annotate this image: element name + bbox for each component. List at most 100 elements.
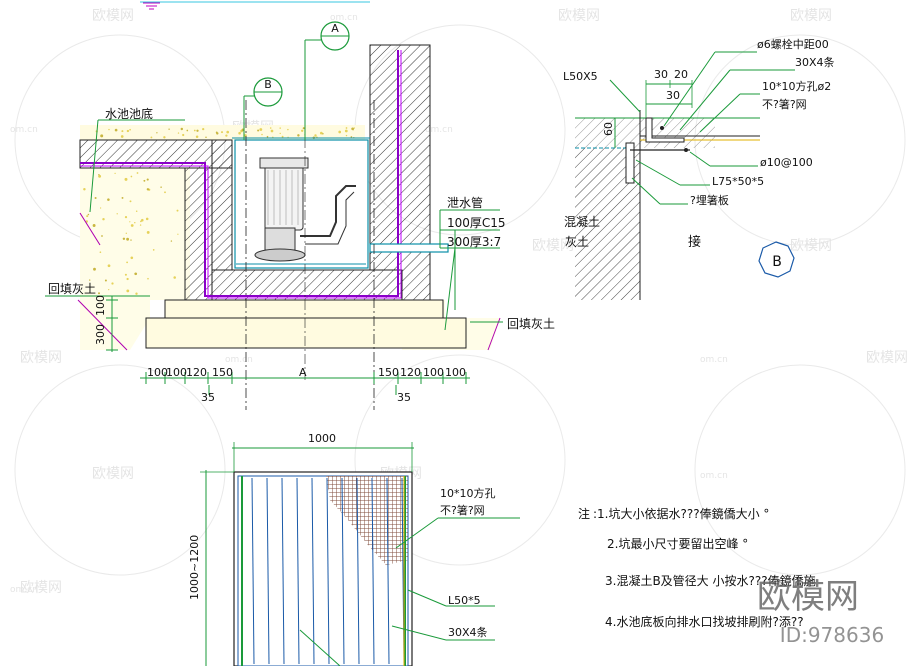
note-3: 3.混凝土B及管径大 小按水???俸鏡僑施	[605, 573, 816, 588]
sand-dot	[314, 134, 317, 137]
sand-dot	[141, 218, 144, 222]
label-bolt: ø6螺栓中距00	[757, 37, 829, 51]
sand-dot	[114, 172, 116, 175]
sand-dot	[126, 237, 130, 241]
top-marker-icon	[143, 2, 160, 10]
notes-prefix: 注	[578, 506, 590, 521]
sand-dot	[202, 127, 205, 131]
sand-dot	[270, 129, 274, 133]
label-lime: 灰土	[565, 235, 589, 249]
drain-pipe	[369, 243, 449, 253]
detail-b-view: L50X5 ø6螺栓中距00 30X4条 30 20 30 10*10方孔ø2 …	[563, 37, 835, 300]
grate-bar	[281, 477, 285, 665]
grate-bar	[296, 477, 300, 665]
sand-dot	[134, 272, 138, 276]
watermark-logo: 欧模网	[790, 8, 832, 24]
sand-dot	[279, 132, 281, 135]
sand-dot	[261, 133, 263, 136]
sand-dot	[121, 130, 124, 133]
svg-text:100: 100	[166, 366, 187, 379]
watermark-domain: om.cn	[10, 125, 38, 135]
sand-dot	[168, 128, 170, 130]
watermark-domain: om.cn	[10, 585, 38, 595]
sand-dot	[126, 289, 130, 293]
watermark-brand-block: 欧模网 ID:978636	[757, 577, 884, 647]
sand-dot	[107, 198, 110, 201]
sand-dot	[150, 136, 153, 139]
label-lime-300: 300厚3:7	[447, 235, 501, 249]
grate-bar	[311, 477, 315, 665]
section-view: A B 水池池底 泄水管 100厚C15 300厚3:7 回填灰土 回填灰土	[45, 1, 555, 410]
sand-dot	[156, 132, 158, 134]
watermark-id: ID:978636	[780, 623, 884, 647]
svg-text:300: 300	[94, 324, 107, 345]
vertical-dimension: 300 100	[94, 295, 118, 352]
label-concrete: 混凝土	[564, 214, 600, 229]
svg-text:20: 20	[674, 68, 688, 81]
sand-dot	[216, 132, 219, 135]
sand-dot	[173, 276, 176, 279]
sand-dot	[129, 200, 132, 203]
grate-bar	[251, 477, 255, 665]
label-backfill-left: 回填灰土	[48, 282, 96, 296]
watermark-logo: 欧模网	[20, 350, 62, 366]
sand-dot	[114, 128, 118, 132]
sand-dot	[98, 174, 102, 178]
watermark-logo: 欧模网	[532, 238, 574, 254]
watermark-logo: 欧模网	[790, 238, 832, 254]
sand-dot	[193, 129, 196, 132]
sand-dot	[344, 129, 348, 133]
grate-bar	[266, 477, 270, 665]
sand-dot	[163, 136, 166, 139]
sand-dot	[107, 264, 111, 268]
plan-width-dim: 1000	[308, 432, 336, 445]
note-2: 2.坑最小尺寸要留出空峰 °	[607, 536, 748, 551]
sand-dot	[124, 177, 128, 181]
watermark-domain: om.cn	[700, 471, 728, 481]
sand-dot	[152, 249, 155, 251]
sand-dot	[279, 127, 281, 129]
svg-text:30: 30	[666, 89, 680, 102]
sand-dot	[176, 209, 179, 212]
sand-dot	[225, 134, 228, 137]
marker-a: A	[304, 21, 350, 140]
note-1: :1.坑大小依据水???俸鏡僑大小 °	[593, 506, 769, 521]
sand-dot	[108, 288, 110, 291]
sand-dot	[126, 129, 130, 133]
sand-dot	[129, 128, 131, 131]
sand-dot	[302, 127, 305, 130]
sand-dot	[345, 127, 348, 129]
sand-dot	[281, 135, 284, 138]
plan-label-holes: 10*10方孔	[440, 486, 496, 500]
label-l50: L50X5	[563, 70, 598, 83]
sand-dot	[269, 127, 272, 129]
sand-dot	[130, 224, 134, 227]
plan-height-dim: 1000~1200	[188, 535, 201, 600]
grate-bar	[371, 477, 375, 665]
sand-dot	[195, 135, 199, 138]
sand-dot	[139, 224, 142, 226]
sand-dot	[301, 129, 304, 132]
sand-dot	[338, 130, 342, 134]
sand-dot	[89, 279, 91, 281]
sand-dot	[120, 135, 124, 138]
label-bars: 30X4条	[795, 55, 835, 69]
sand-dot	[92, 224, 96, 227]
svg-text:100: 100	[423, 366, 444, 379]
bottom-dimensions: 100 100 120 150 A 150 120 100 100 35 35	[140, 366, 470, 404]
sand-dot	[130, 239, 132, 241]
notes-block: 注 :1.坑大小依据水???俸鏡僑大小 ° 2.坑最小尺寸要留出空峰 ° 3.混…	[578, 506, 816, 629]
sand-dot	[116, 213, 118, 215]
svg-text:30: 30	[654, 68, 668, 81]
sand-dot	[134, 221, 136, 224]
label-rebar: ø10@100	[760, 156, 813, 169]
sand-dot	[136, 172, 139, 174]
watermark-logo: 欧模网	[558, 8, 600, 24]
sand-dot	[146, 188, 150, 191]
sand-dot	[93, 267, 96, 271]
sand-dot	[238, 131, 241, 135]
watermark-logo: 欧模网	[92, 8, 134, 24]
sand-dot	[129, 221, 131, 223]
sand-dot	[353, 127, 355, 129]
